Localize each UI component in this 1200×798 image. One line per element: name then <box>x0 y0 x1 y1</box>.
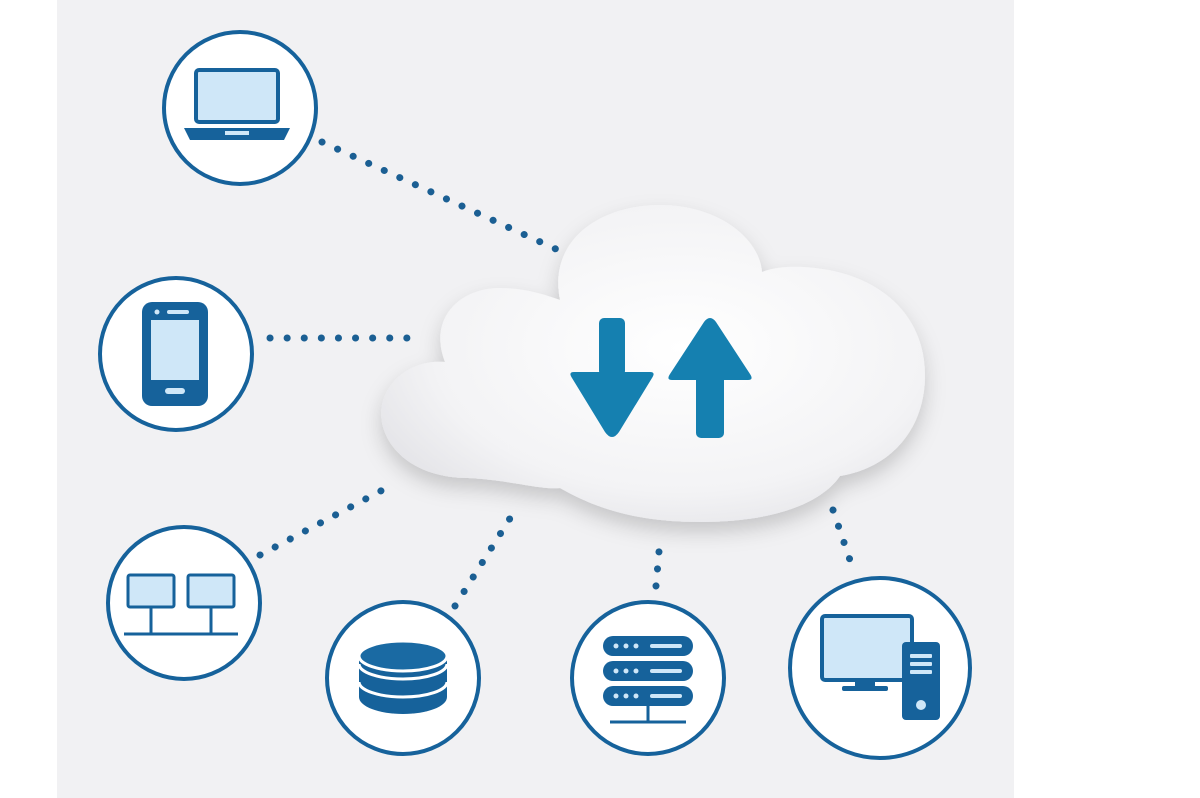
server-rack-icon <box>603 636 693 724</box>
connector-database <box>451 508 518 610</box>
laptop-icon <box>184 68 290 140</box>
network-computers-icon <box>124 573 238 636</box>
download-arrow-icon <box>570 318 654 437</box>
desktop-computer-icon <box>820 614 940 720</box>
cloud-shape <box>381 205 926 522</box>
database-icon <box>357 639 449 714</box>
connector-lines <box>256 138 856 610</box>
network-computers-node <box>106 525 262 681</box>
upload-arrow-icon <box>668 318 752 438</box>
connector-desktop-computer <box>829 506 856 570</box>
smartphone-icon <box>142 302 208 406</box>
